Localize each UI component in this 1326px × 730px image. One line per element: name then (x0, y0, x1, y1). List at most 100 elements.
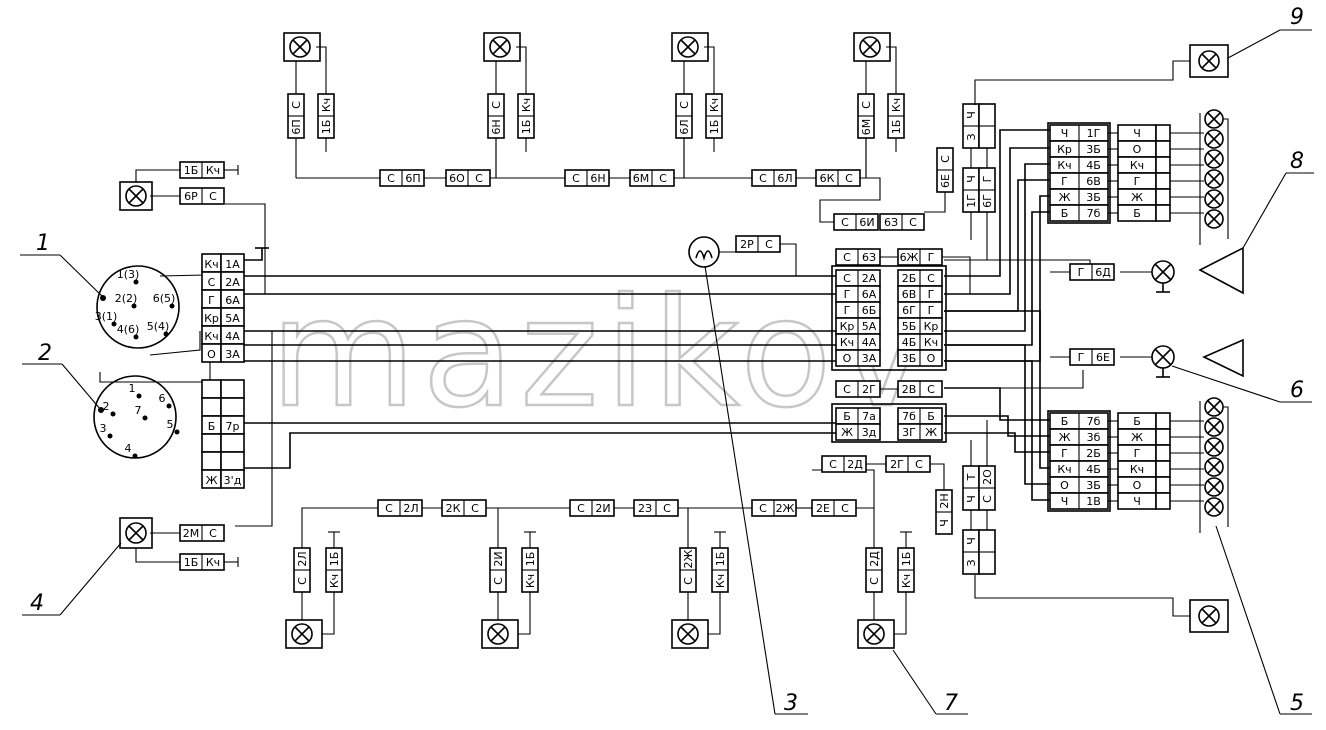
top-lamp-1-tag-a: С6П (287, 93, 305, 139)
bottom-lamp-3-tag-b-cell-a: 1Б (714, 552, 727, 567)
vpair-top-2-cell-b: 1Г (965, 194, 978, 208)
lamp-icon (1204, 149, 1224, 169)
tag-7a-right-1-cell-b: Б (927, 410, 935, 423)
center-left-row-4-cell-b: 5А (862, 320, 877, 333)
center-right-row-5-cell-b: Кч (924, 336, 938, 349)
callout-3: 3 (784, 691, 798, 716)
table-row (201, 397, 245, 417)
center-left-row-5-cell-a: Кч (840, 336, 854, 349)
panel-left-row-1-cell-b: 7б (1087, 415, 1101, 428)
table-row (201, 433, 245, 453)
tag-6e-cell-a: С (939, 155, 952, 163)
lamp-icon (1204, 497, 1224, 517)
center-right-row-2-cell-b: Г (928, 288, 935, 301)
top-chain-4-cell-b: С (659, 172, 667, 185)
lamp-icon (291, 623, 313, 645)
panel-left-row-2-cell-b: 3б (1087, 431, 1101, 444)
callout-4: 4 (30, 591, 44, 616)
top-chain-3-cell-b: 6Н (590, 172, 605, 185)
panel-left-row-4-cell-a: Г (1061, 175, 1068, 188)
bottom-chain-2-cell-b: С (471, 502, 479, 515)
top-lamp-1-tag-b-cell-b: 1Б (320, 120, 333, 135)
lamp-icon (1204, 209, 1224, 229)
panel-left-row-1-cell-b: 1Г (1087, 127, 1101, 140)
center-left-row-3-cell-a: Г (844, 304, 851, 317)
lamp-icon (1198, 605, 1220, 627)
lamp-icon (1204, 109, 1224, 129)
bottom-lamp-2-tag-a-cell-b: С (492, 577, 505, 585)
top-lamp-4 (853, 32, 891, 62)
left-lamp-tag-2-cell-b: С (209, 190, 217, 203)
callout-5: 5 (1290, 691, 1304, 716)
panel-left-row-5-cell-b: 3Б (1086, 191, 1101, 204)
center-right-row-6-cell-b: О (927, 352, 936, 365)
tag-2g2-cell-a: 2Г (890, 458, 904, 471)
lamp-icon (863, 623, 885, 645)
callouts: 1 2 3 4 5 6 7 8 9 (20, 5, 1314, 716)
top-lamp-1-tag-b-cell-a: Кч (320, 98, 333, 112)
panel-right-cell-2: Ж (1131, 431, 1143, 444)
top-lamp-4-tag-b-cell-b: 1Б (890, 120, 903, 135)
panel-left-row-4-cell-b: 6В (1086, 175, 1101, 188)
tag-7a-right-2-cell-b: Ж (925, 426, 937, 439)
center-left-row-1-cell-b: 2А (862, 272, 877, 285)
top-chain-4: 6М С (629, 169, 675, 187)
lamp-icon (125, 522, 147, 544)
tag-2v-cell-b: С (927, 383, 935, 396)
center-right-row-3-cell-b: Г (928, 304, 935, 317)
panel-right-cell-2: О (1133, 143, 1142, 156)
top-chain-4-cell-a: 6М (633, 172, 650, 185)
bottom-chain-6-cell-a: 2Е (816, 502, 830, 515)
lamp-bottom-right (974, 575, 1229, 633)
cell-wire: 3'д (224, 474, 242, 487)
cell-wire: 1А (225, 258, 240, 271)
tag-6zh-cell-b: Г (928, 251, 935, 264)
panel-right-cell-4: Кч (1130, 463, 1144, 476)
vpair-bot-3: ЧЗ (962, 529, 980, 575)
bottom-lamp-2-tag-b-cell-a: 1Б (524, 552, 537, 567)
lamp-icon (1204, 457, 1224, 477)
pin-6: 5(4) (147, 320, 170, 333)
tag-6z: 6З С (879, 213, 925, 231)
tag-6z-cell-b: С (909, 216, 917, 229)
top-lamp-1 (283, 32, 321, 62)
lamp4-tag-1-cell-b: С (209, 527, 217, 540)
bottom-lamp-3-tag-a: 2ЖС (679, 547, 697, 593)
panel-left-row-3-cell-b: 4Б (1086, 159, 1101, 172)
tag-6z-cell-a: 6З (884, 216, 898, 229)
pin-6: 6 (159, 392, 166, 405)
top-lamp-2-tag-a: С6Н (487, 93, 505, 139)
top-lamp-1-tag-b: Кч 1Б (317, 93, 335, 139)
pin-2: 2(2) (115, 292, 138, 305)
top-lamp-2-tag-a-cell-a: С (490, 101, 503, 109)
center-right-row-4-cell-a: 5Б (902, 320, 917, 333)
left-top-lamp (119, 169, 180, 211)
lamp-4 (119, 517, 180, 563)
tag-6g-cell-b: 6З (862, 251, 876, 264)
tag-2n: 2НЧ (935, 489, 953, 535)
